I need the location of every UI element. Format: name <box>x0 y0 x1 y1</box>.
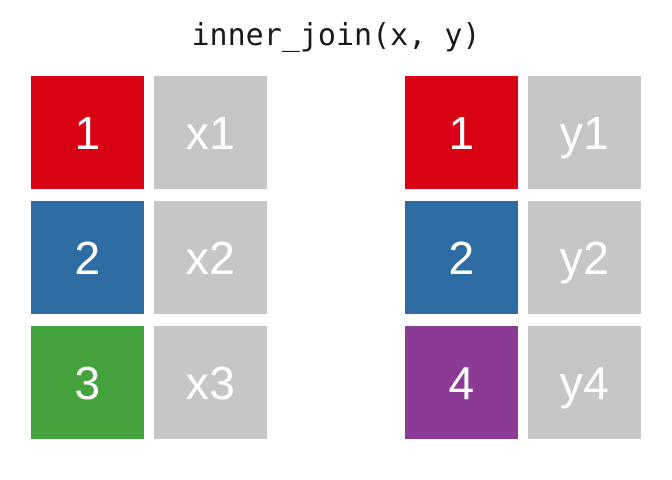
key-cell: 2 <box>31 201 144 314</box>
value-cell: x1 <box>154 76 267 189</box>
diagram-title: inner_join(x, y) <box>191 18 481 53</box>
value-cell: x3 <box>154 326 267 439</box>
key-cell: 3 <box>31 326 144 439</box>
value-cell: y1 <box>528 76 641 189</box>
value-cell: x2 <box>154 201 267 314</box>
key-cell: 4 <box>405 326 518 439</box>
value-cell: y4 <box>528 326 641 439</box>
key-cell: 1 <box>31 76 144 189</box>
key-cell: 2 <box>405 201 518 314</box>
key-cell: 1 <box>405 76 518 189</box>
value-cell: y2 <box>528 201 641 314</box>
